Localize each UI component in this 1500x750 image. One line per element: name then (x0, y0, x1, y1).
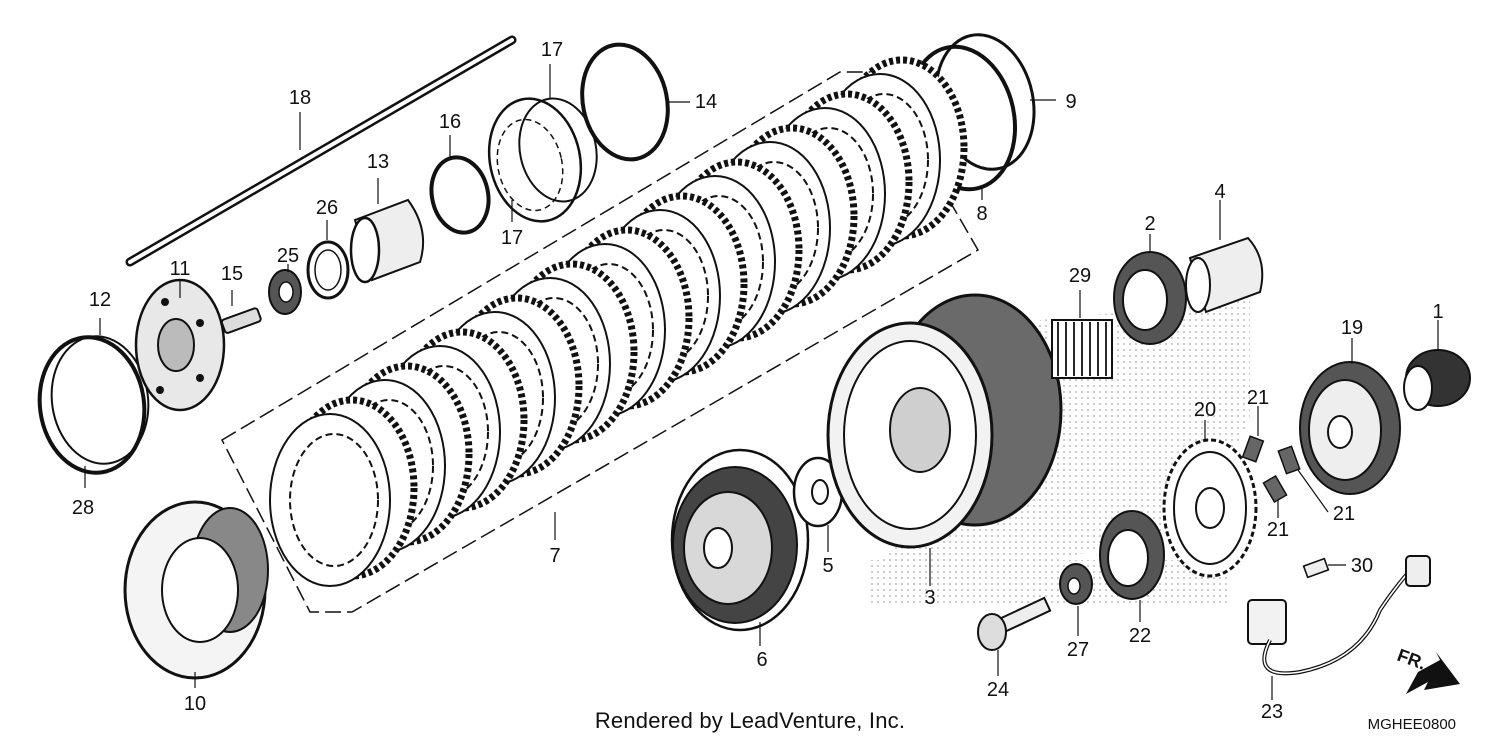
callout-26: 26 (316, 197, 338, 219)
steel-plate-inner-teeth (289, 433, 379, 567)
part-17-spring-plates (487, 64, 598, 223)
callout-14: 14 (695, 91, 717, 113)
callout-22: 22 (1129, 625, 1151, 647)
part-26-washer (306, 220, 350, 300)
steel-plate-inner-teeth (619, 229, 709, 363)
steel-plate-inner-teeth (564, 263, 654, 397)
part-21-springs (1241, 406, 1329, 518)
callout-27: 27 (1067, 639, 1089, 661)
part-3-clutch-basket (826, 293, 1063, 586)
part-20-driven-sprocket (1162, 420, 1258, 578)
steel-plate-inner-teeth (839, 93, 929, 227)
part-12-28-rings (37, 318, 150, 488)
part-25-gear (268, 264, 302, 315)
callout-4: 4 (1214, 181, 1225, 203)
callout-16: 16 (439, 111, 461, 133)
part-4-sleeve (1185, 200, 1264, 314)
callout-29: 29 (1069, 265, 1091, 287)
callout-8: 8 (976, 203, 987, 225)
callout-2: 2 (1144, 213, 1155, 235)
callout-10: 10 (184, 693, 206, 715)
callout-9: 9 (1065, 91, 1076, 113)
callout-18: 18 (289, 87, 311, 109)
part-6-center-hub (670, 448, 810, 646)
part-13-sleeve (349, 178, 425, 284)
steel-plate-inner-teeth (784, 127, 874, 261)
footer-credit: Rendered by LeadVenture, Inc. (594, 708, 906, 733)
part-23-30-sensor (1247, 555, 1431, 700)
callout-21b: 21 (1267, 519, 1289, 541)
steel-plate-inner-teeth (509, 297, 599, 431)
callout-5: 5 (822, 555, 833, 577)
callout-6: 6 (756, 649, 767, 671)
steel-plate-inner-teeth (454, 331, 544, 465)
part-18-pushrod (125, 35, 517, 267)
callout-15: 15 (221, 263, 243, 285)
part-24-bolt (977, 596, 1052, 676)
callout-21a: 21 (1247, 387, 1269, 409)
front-direction-arrow: FR. (1395, 645, 1460, 694)
part-15-bolt (220, 290, 262, 334)
callout-7: 7 (549, 545, 560, 567)
steel-plate-inner-teeth (729, 161, 819, 295)
part-14-ring (580, 42, 690, 162)
callout-23: 23 (1261, 701, 1283, 723)
callout-25: 25 (277, 245, 299, 267)
callout-19: 19 (1341, 317, 1363, 339)
callout-3: 3 (924, 587, 935, 609)
callout-labels: 1 2 3 4 5 6 7 8 9 10 11 12 13 14 15 16 1… (72, 39, 1444, 723)
part-7-clutch-pack (221, 56, 980, 613)
callout-21c: 21 (1333, 503, 1355, 525)
callout-12: 12 (89, 289, 111, 311)
diagram-code: MGHEE0800 (1367, 716, 1456, 733)
callout-28: 28 (72, 497, 94, 519)
part-11-pressure-plate (134, 278, 226, 412)
steel-plate (269, 413, 391, 587)
callout-1: 1 (1432, 301, 1443, 323)
steel-plate-inner-teeth (344, 399, 434, 533)
steel-plate-inner-teeth (399, 365, 489, 499)
part-2-gear (1113, 234, 1187, 345)
part-19-gear (1299, 338, 1401, 495)
callout-30: 30 (1351, 555, 1373, 577)
callout-24: 24 (987, 679, 1009, 701)
part-10-hub (123, 500, 269, 688)
callout-13: 13 (367, 151, 389, 173)
part-29-needle-bearing (1051, 290, 1113, 379)
callout-17b: 17 (501, 227, 523, 249)
callout-17a: 17 (541, 39, 563, 61)
callout-20: 20 (1194, 399, 1216, 421)
part-27-washer (1059, 563, 1093, 636)
callout-11: 11 (170, 258, 191, 280)
part-22-gear (1099, 510, 1165, 622)
part-16-ring (429, 135, 491, 235)
part-1-needle-bearing (1403, 320, 1471, 411)
steel-plate-inner-teeth (674, 195, 764, 329)
